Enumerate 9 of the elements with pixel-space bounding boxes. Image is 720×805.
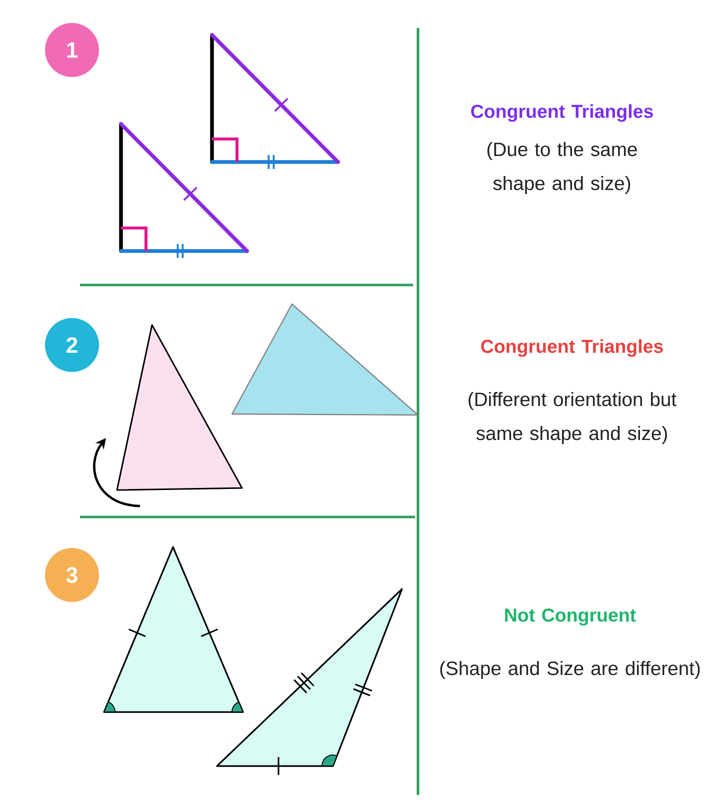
- heading: Congruent Triangles: [481, 339, 663, 357]
- description: (Due to the same shape and size): [487, 142, 637, 194]
- number-badge: 1: [45, 23, 99, 77]
- heading: Not Congruent: [505, 608, 636, 626]
- description: (Different orientation but same shape and size): [468, 392, 676, 444]
- heading: Congruent Triangles: [471, 104, 653, 122]
- description: (Shape and Size are different): [440, 661, 700, 679]
- number-badge: 3: [45, 548, 99, 602]
- number-badge: 2: [45, 318, 99, 372]
